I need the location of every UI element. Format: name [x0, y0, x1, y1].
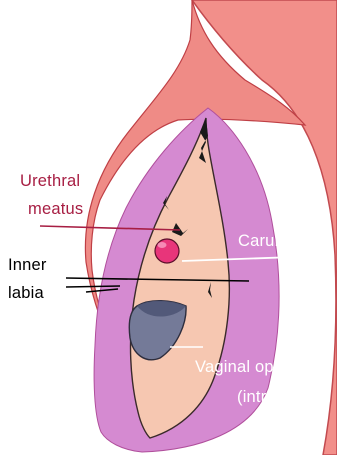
vaginal-opening-label-line2: (introitus)	[237, 388, 308, 406]
caruncle-highlight	[158, 242, 167, 248]
inner-labia-label-line1: Inner	[8, 256, 47, 274]
vaginal-opening-label-line1: Vaginal opening	[195, 358, 315, 376]
inner-labia-leader-lower	[66, 286, 120, 287]
caruncle-dot	[155, 239, 179, 263]
caruncle-label: Caruncle	[238, 232, 306, 250]
inner-labia-label-line2: labia	[8, 284, 44, 302]
urethral-meatus-label-line1: Urethral	[20, 172, 80, 190]
urethral-meatus-label-line2: meatus	[28, 200, 83, 218]
